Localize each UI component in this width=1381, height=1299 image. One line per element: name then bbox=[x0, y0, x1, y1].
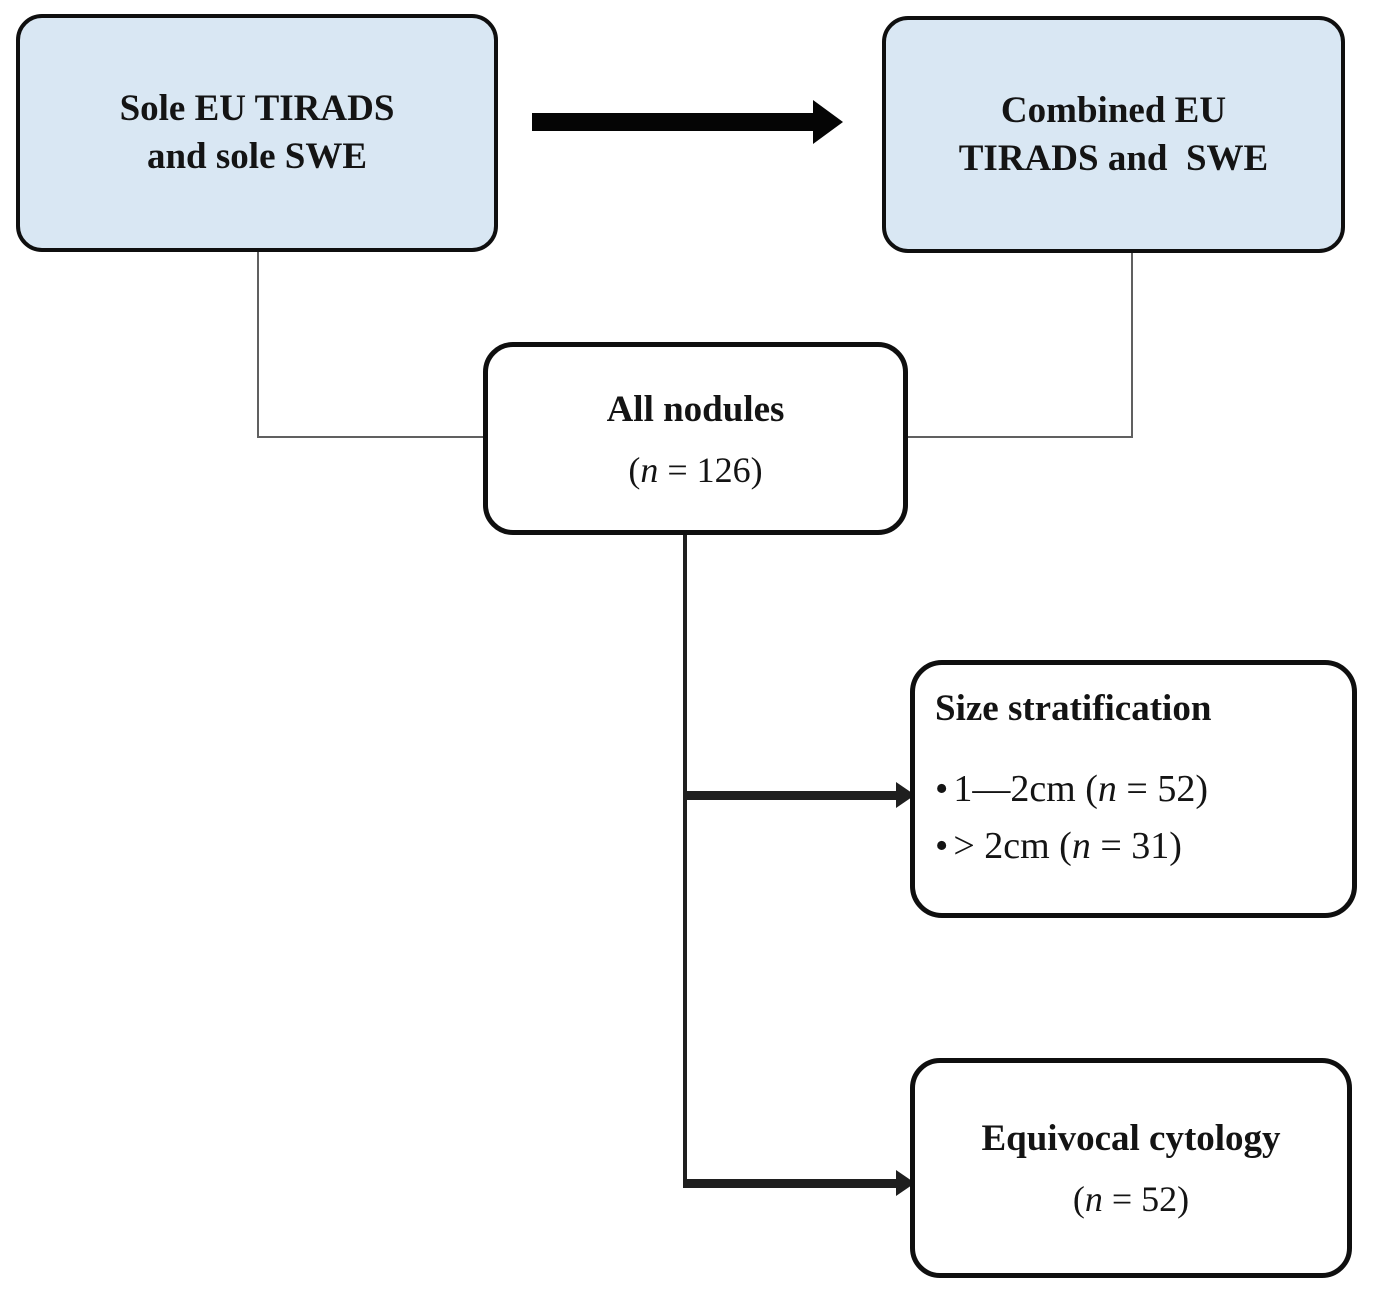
equivocal-cytology-box: Equivocal cytology (n = 52) bbox=[910, 1058, 1352, 1278]
sole-box-line-2: and sole SWE bbox=[146, 136, 367, 177]
all-nodules-count: (n = 126) bbox=[628, 450, 762, 490]
count-paren-open: ( bbox=[1072, 1179, 1085, 1219]
sole-box-line-1: Sole EU TIRADS bbox=[119, 88, 395, 129]
size-bullet-2-text: > 2cm ( bbox=[953, 825, 1072, 867]
size-bullet-1: •1—2cm (n = 52) bbox=[935, 761, 1208, 818]
bullet-dot-icon: • bbox=[935, 768, 949, 810]
connector-sole-horizontal bbox=[257, 436, 484, 438]
count-n-variable: n bbox=[640, 449, 659, 490]
equivocal-count: (n = 52) bbox=[1073, 1179, 1189, 1219]
size-bullet-2-n-variable: n bbox=[1071, 825, 1091, 867]
stem-line bbox=[683, 535, 687, 1187]
combined-box-line-2: TIRADS and SWE bbox=[958, 137, 1269, 179]
size-bullet-1-value: = 52) bbox=[1116, 768, 1208, 810]
sole-eu-tirads-box: Sole EU TIRADS and sole SWE bbox=[16, 14, 498, 252]
connector-sole-vertical bbox=[257, 252, 259, 438]
main-flow-arrow-shaft bbox=[532, 113, 815, 131]
count-value: = 52) bbox=[1102, 1179, 1190, 1219]
bullet-dot-icon: • bbox=[935, 825, 949, 867]
all-nodules-title: All nodules bbox=[606, 388, 785, 430]
main-flow-arrow-head-icon bbox=[813, 100, 843, 144]
connector-combined-horizontal bbox=[908, 436, 1133, 438]
size-stratification-title: Size stratification bbox=[935, 688, 1212, 729]
size-stratification-box: Size stratification •1—2cm (n = 52) •> 2… bbox=[910, 660, 1357, 918]
equivocal-cytology-title: Equivocal cytology bbox=[981, 1118, 1281, 1159]
size-arrow-shaft bbox=[683, 791, 898, 800]
connector-combined-vertical bbox=[1131, 253, 1133, 438]
all-nodules-box: All nodules (n = 126) bbox=[483, 342, 908, 535]
equivocal-arrow-shaft bbox=[683, 1179, 898, 1188]
combined-eu-tirads-box: Combined EU TIRADS and SWE bbox=[882, 16, 1345, 253]
count-n-variable: n bbox=[1084, 1179, 1103, 1219]
combined-box-line-1: Combined EU bbox=[1000, 89, 1227, 131]
size-bullet-list: •1—2cm (n = 52) •> 2cm (n = 31) bbox=[935, 761, 1208, 875]
count-paren-open: ( bbox=[628, 449, 641, 490]
size-bullet-2: •> 2cm (n = 31) bbox=[935, 818, 1208, 875]
size-bullet-2-value: = 31) bbox=[1090, 825, 1182, 867]
count-value: = 126) bbox=[658, 449, 763, 490]
size-bullet-1-text: 1—2cm ( bbox=[953, 768, 1098, 810]
size-bullet-1-n-variable: n bbox=[1097, 768, 1117, 810]
